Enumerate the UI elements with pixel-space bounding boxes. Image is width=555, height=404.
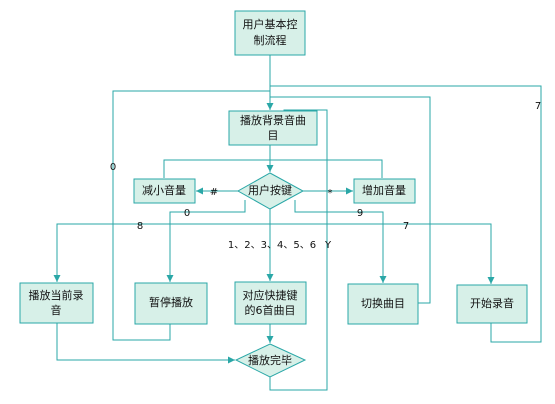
node-play-rec: 播放当前录 音	[19, 282, 94, 324]
edge-label-7-right: 7	[535, 101, 541, 112]
edge-label-star: *	[328, 188, 333, 199]
node-vol-up-label: 增加音量	[362, 183, 406, 197]
edge-voldown-loop	[163, 159, 270, 178]
edge-labels: # * 0 0 9 8 7 7 1、2、3、4、5、6 Y	[110, 101, 541, 251]
edge-label-y: Y	[324, 240, 332, 251]
node-pause-label: 暂停播放	[149, 295, 193, 309]
edge-switch-loop	[270, 96, 431, 304]
node-start: 用户基本控 制流程	[234, 10, 306, 56]
edge-key-to-playrec	[53, 223, 270, 282]
edge-label-0-left: 0	[110, 162, 116, 173]
edge-key-to-pause	[166, 200, 246, 282]
edge-label-0-mid: 0	[184, 208, 190, 219]
edge-label-8: 8	[137, 221, 143, 232]
edge-key-to-startrec	[270, 223, 495, 284]
edge-key-to-switch	[294, 200, 387, 283]
node-key-label: 用户按键	[248, 183, 292, 197]
node-hotkey-line-2: 的6首曲目	[245, 303, 296, 317]
node-key-decision: 用户按键	[236, 172, 305, 210]
node-play-rec-line-2: 音	[51, 303, 62, 317]
node-play-bg-line-1: 播放背景音曲	[240, 113, 306, 127]
edge-pause-loop	[112, 90, 270, 341]
node-play-rec-line-1: 播放当前录	[29, 288, 84, 302]
node-vol-down: 减小音量	[133, 178, 196, 204]
edge-done-loop	[269, 109, 328, 391]
edge-label-7-mid: 7	[403, 221, 409, 232]
edge-volup-loop	[270, 159, 383, 178]
node-done-decision: 播放完毕	[234, 343, 307, 378]
node-start-line-1: 用户基本控	[243, 17, 298, 31]
node-vol-up: 增加音量	[353, 178, 416, 204]
node-done-label: 播放完毕	[248, 353, 292, 367]
node-hotkey: 对应快捷键 的6首曲目	[234, 281, 307, 325]
edge-label-9: 9	[357, 208, 363, 219]
node-start-rec-label: 开始录音	[470, 296, 514, 310]
node-switch: 切换曲目	[347, 283, 419, 325]
edges	[53, 55, 542, 391]
node-vol-down-label: 减小音量	[142, 183, 186, 197]
edge-startrec-loop	[270, 85, 542, 343]
node-pause: 暂停播放	[134, 282, 208, 325]
node-start-line-2: 制流程	[254, 33, 287, 47]
edge-label-hash: #	[210, 187, 218, 198]
node-play-bg-line-2: 目	[268, 129, 279, 142]
node-hotkey-line-1: 对应快捷键	[243, 288, 298, 302]
node-play-bg: 播放背景音曲 目	[228, 110, 318, 146]
node-start-rec: 开始录音	[456, 284, 528, 324]
node-switch-label: 切换曲目	[361, 296, 405, 310]
edge-playrec-to-done	[56, 323, 235, 364]
edge-label-1-6: 1、2、3、4、5、6	[228, 240, 316, 251]
